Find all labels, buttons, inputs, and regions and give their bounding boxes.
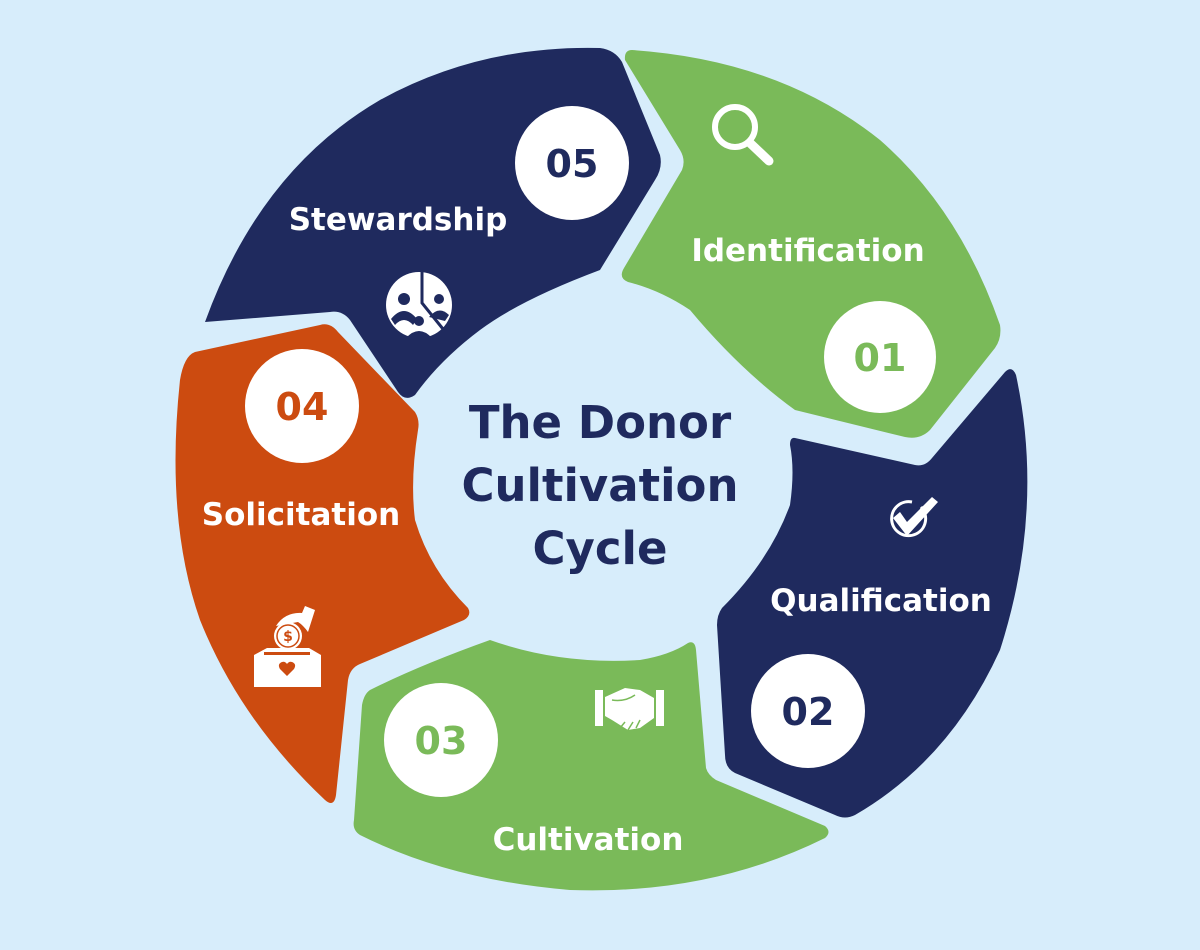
- step-01-label: Identification: [691, 233, 924, 269]
- segment-solicitation: [175, 324, 470, 804]
- step-03-cultivation: 03 Cultivation: [353, 640, 829, 891]
- step-04-badge: [245, 349, 359, 463]
- people-pie-chart-icon: [386, 272, 452, 338]
- title-line-1: The Donor: [469, 396, 732, 449]
- step-05-number: 05: [546, 142, 599, 186]
- step-05-stewardship: 05 Stewardship: [205, 47, 661, 398]
- step-01-number: 01: [854, 336, 907, 380]
- step-04-number: 04: [276, 385, 329, 429]
- step-03-label: Cultivation: [493, 822, 684, 858]
- title-line-2: Cultivation: [461, 459, 738, 512]
- step-04-solicitation: 04 Solicitation $: [175, 324, 470, 804]
- step-04-label: Solicitation: [202, 497, 400, 533]
- check-circle-icon: [890, 497, 938, 538]
- handshake-icon: [595, 688, 664, 731]
- step-03-number: 03: [415, 719, 468, 763]
- magnifying-glass-icon: [712, 104, 774, 166]
- step-05-label: Stewardship: [289, 202, 508, 238]
- title-line-3: Cycle: [533, 522, 668, 575]
- step-02-label: Qualification: [770, 583, 992, 619]
- svg-text:$: $: [283, 629, 293, 645]
- step-02-qualification: 02 Qualification: [717, 369, 1028, 818]
- step-01-identification: 01 Identification: [621, 50, 1001, 438]
- step-05-badge: [515, 106, 629, 220]
- donation-box-icon: $: [254, 606, 321, 687]
- center-title: The Donor Cultivation Cycle: [461, 396, 738, 575]
- step-02-number: 02: [782, 690, 835, 734]
- step-02-badge: [751, 654, 865, 768]
- step-01-badge: [824, 301, 936, 413]
- step-03-badge: [384, 683, 498, 797]
